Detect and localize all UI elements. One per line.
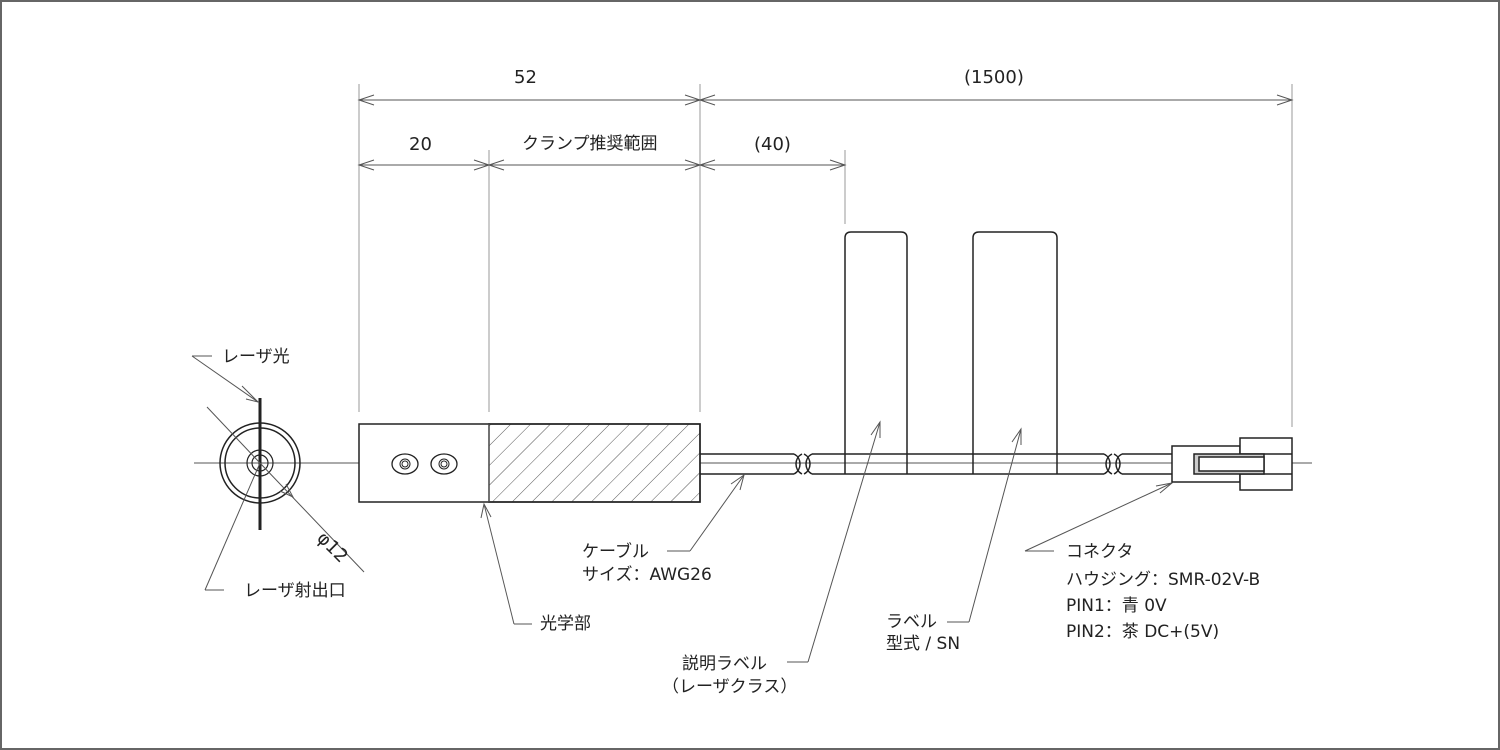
callout-connector-pin1: PIN1：青 0V — [1066, 596, 1167, 616]
front-view — [219, 398, 301, 530]
leaders — [480, 420, 1174, 663]
callout-optical-part: 光学部 — [540, 614, 591, 634]
callout-connector-housing: ハウジング：SMR-02V-B — [1066, 570, 1261, 590]
connector — [1171, 437, 1293, 491]
dimension-lines — [357, 94, 1294, 171]
callout-connector-pin2: PIN2：茶 DC+(5V) — [1066, 622, 1220, 642]
callout-cable-title: ケーブル — [582, 542, 649, 562]
callout-description-label: 説明ラベル — [682, 654, 767, 674]
callout-model-label: ラベル — [886, 612, 937, 632]
callout-cable-size: サイズ：AWG26 — [582, 565, 712, 585]
dim-label-offset: (40) — [754, 134, 791, 155]
clamp-area — [488, 423, 701, 503]
dim-cable-length: (1500) — [964, 67, 1024, 88]
dim-total-body: 52 — [514, 67, 537, 88]
dim-optical-part: 20 — [409, 134, 432, 155]
callout-model-sn: 型式 / SN — [886, 634, 961, 654]
callout-laser-class: （レーザクラス） — [662, 677, 798, 697]
dim-clamp-range: クランプ推奨範囲 — [522, 134, 658, 154]
screws — [391, 453, 458, 475]
extension-lines — [358, 84, 1293, 427]
callout-laser-aperture: レーザ射出口 — [244, 581, 346, 601]
description-label-shape — [844, 231, 908, 474]
front-leaders — [191, 355, 365, 591]
callout-laser-light: レーザ光 — [222, 347, 290, 367]
model-label-shape — [972, 231, 1058, 474]
callout-connector: コネクタ — [1066, 542, 1134, 562]
cable — [700, 453, 1172, 475]
